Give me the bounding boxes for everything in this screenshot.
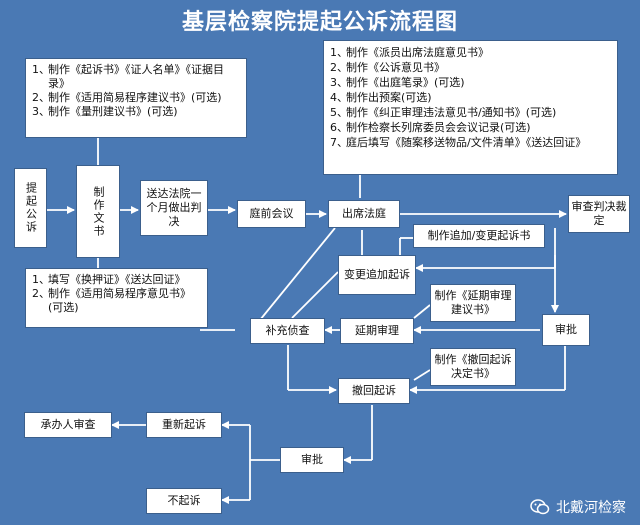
node-shenpi-right: 审批 bbox=[542, 314, 590, 346]
node-shencha-panjue: 审查判决裁定 bbox=[568, 195, 630, 233]
node-zhizuo-chehui: 制作《撤回起诉决定书》 bbox=[430, 348, 516, 386]
page-title: 基层检察院提起公诉流程图 bbox=[181, 9, 458, 35]
node-shenpi-bottom: 审批 bbox=[280, 447, 344, 473]
node-zhizuo-yanqi: 制作《延期审理建议书》 bbox=[430, 284, 516, 322]
node-tingqian-huiyi: 庭前会议 bbox=[237, 200, 306, 228]
node-yanqi-shenli: 延期审理 bbox=[340, 318, 414, 344]
list-item: 2、制作《适用简易程序建议书》(可选) bbox=[32, 91, 222, 104]
list-item: 2、制作《公诉意见书》 bbox=[330, 61, 445, 74]
node-zhizuo-wenshu: 制作文书 bbox=[76, 165, 120, 258]
node-buchong-zhencha: 补充侦查 bbox=[250, 318, 325, 344]
list-item: 3、制作《出庭笔录》(可选) bbox=[330, 76, 465, 89]
watermark: 北戴河检察 bbox=[530, 497, 626, 517]
node-bu-qisu: 不起诉 bbox=[146, 488, 222, 514]
list-item: 4、制作出预案(可选) bbox=[330, 91, 432, 104]
list-item: 5、制作《纠正审理违法意见书/通知书》(可选) bbox=[330, 106, 557, 119]
node-biangeng-zhuijia: 变更追加起诉 bbox=[338, 255, 416, 295]
list-item: 2、制作《适用简易程序意见书》(可选) bbox=[32, 287, 191, 314]
list-item: 7、庭后填写《随案移送物品/文件清单》《送达回证》 bbox=[330, 136, 587, 149]
node-songda-fayuan: 送达法院一个月做出判决 bbox=[140, 180, 208, 236]
list-item: 6、制作检察长列席委员会会议记录(可选) bbox=[330, 121, 531, 134]
doc-list-top-left: 1、制作《起诉书》《证人名单》《证据目录》 2、制作《适用简易程序建议书》(可选… bbox=[25, 58, 247, 138]
doc-list-top-right: 1、制作《派员出席法庭意见书》 2、制作《公诉意见书》 3、制作《出庭笔录》(可… bbox=[323, 40, 618, 175]
wechat-icon bbox=[530, 499, 550, 515]
doc-list-bottom-left: 1、填写《换押证》《送达回证》 2、制作《适用简易程序意见书》(可选) bbox=[25, 268, 208, 328]
node-chehui-qisu: 撤回起诉 bbox=[338, 378, 410, 404]
node-chongxin-qisu: 重新起诉 bbox=[146, 412, 222, 438]
node-chengbanren-shencha: 承办人审查 bbox=[24, 412, 112, 438]
node-tiqi-gongsu: 提起公诉 bbox=[14, 168, 47, 248]
list-item: 3、制作《量刑建议书》(可选) bbox=[32, 105, 178, 118]
list-item: 1、制作《起诉书》《证人名单》《证据目录》 bbox=[32, 63, 224, 90]
node-chuxi-fating: 出席法庭 bbox=[328, 200, 400, 228]
list-item: 1、填写《换押证》《送达回证》 bbox=[32, 273, 186, 286]
list-item: 1、制作《派员出席法庭意见书》 bbox=[330, 46, 489, 59]
node-zhizuo-zhuijia: 制作追加/变更起诉书 bbox=[413, 224, 545, 248]
